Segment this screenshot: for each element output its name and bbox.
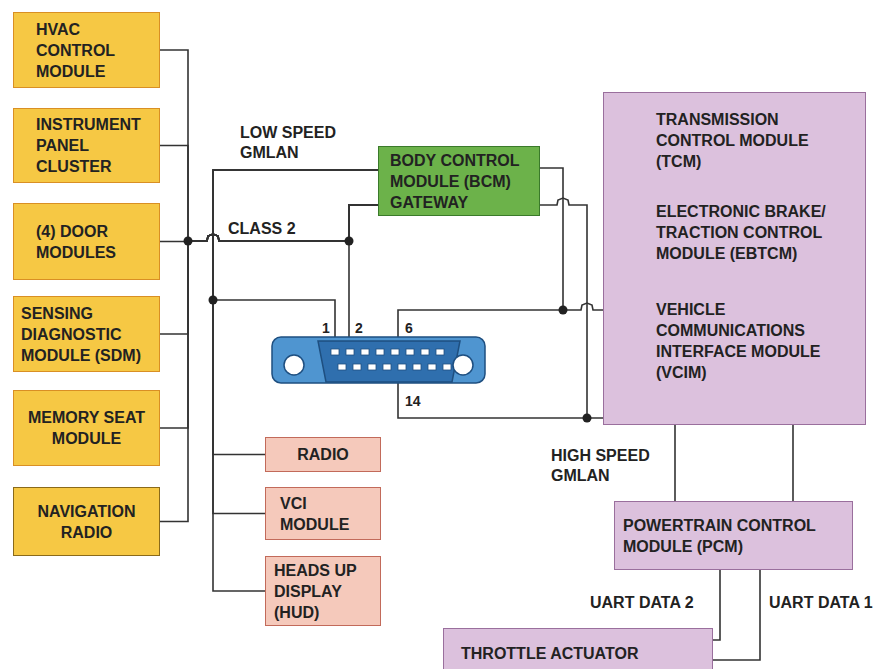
- bus-wire: [160, 205, 378, 242]
- pin-socket: [376, 349, 384, 355]
- module-name: (4) DOOR MODULES: [36, 221, 153, 263]
- pin-wires: [213, 241, 587, 418]
- module-name: HEADS UP DISPLAY (HUD): [274, 560, 376, 623]
- signal-name: UART DATA 2: [588, 593, 696, 613]
- junction-dot: [559, 306, 568, 315]
- module-name: VCI MODULE: [280, 493, 376, 535]
- module-box: SENSING DIAGNOSTIC MODULE (SDM): [13, 296, 160, 372]
- pin-socket: [413, 364, 421, 370]
- pin-number: 2: [353, 320, 365, 336]
- pin-socket: [398, 364, 406, 370]
- module-box: VCI MODULE: [265, 487, 381, 540]
- module-name: POWERTRAIN CONTROL MODULE (PCM): [623, 515, 846, 557]
- junction-dot: [583, 414, 592, 423]
- module-box: HEADS UP DISPLAY (HUD): [265, 556, 381, 626]
- pin-socket: [368, 364, 376, 370]
- pin-wire: [348, 241, 350, 346]
- module-name: NAVIGATION RADIO: [20, 501, 153, 543]
- signal-name: UART DATA 1: [767, 593, 875, 613]
- bus-wire: [160, 205, 378, 334]
- bus-wire: [540, 198, 603, 418]
- bus-wire: [213, 170, 378, 455]
- junction-dot: [345, 237, 354, 246]
- pin-socket: [353, 364, 361, 370]
- module-name: THROTTLE ACTUATOR: [461, 643, 706, 664]
- pin-socket: [338, 364, 346, 370]
- module-name: BODY CONTROL MODULE (BCM) GATEWAY: [390, 150, 533, 213]
- pin-socket: [391, 349, 399, 355]
- bus-wire: [713, 570, 720, 640]
- bus-wire: [540, 168, 603, 310]
- bus-wire: [160, 50, 378, 241]
- bus-wire: [713, 570, 760, 660]
- bus-wire: [160, 205, 378, 428]
- mounting-hole: [284, 355, 304, 375]
- data-link-connector: [272, 337, 485, 383]
- junction-dot: [209, 296, 218, 305]
- module-box: HVAC CONTROL MODULE: [13, 12, 160, 88]
- connector-body: [318, 341, 460, 382]
- pin-socket: [421, 349, 429, 355]
- bus-wire: [674, 425, 676, 501]
- module-name: MEMORY SEAT MODULE: [20, 407, 153, 449]
- module-name: SENSING DIAGNOSTIC MODULE (SDM): [21, 303, 155, 366]
- module-name: INSTRUMENT PANEL CLUSTER: [36, 114, 153, 177]
- pin-socket: [346, 349, 354, 355]
- pin-socket: [331, 349, 339, 355]
- bus-wire: [792, 425, 794, 501]
- module-box: INSTRUMENT PANEL CLUSTER: [13, 108, 160, 183]
- junction-dots: [184, 237, 592, 423]
- bus-name: LOW SPEED GMLAN: [238, 123, 354, 163]
- module-box: MEMORY SEAT MODULE: [13, 390, 160, 466]
- pin-number: 14: [403, 393, 423, 409]
- connector-pins: [331, 349, 451, 370]
- pin-number: 1: [320, 320, 332, 336]
- module-name: RADIO: [270, 444, 376, 465]
- module-name: HVAC CONTROL MODULE: [36, 19, 153, 82]
- pin-socket: [383, 364, 391, 370]
- module-name: ELECTRONIC BRAKE/ TRACTION CONTROL MODUL…: [656, 201, 837, 264]
- bus-name: CLASS 2: [226, 219, 298, 239]
- pin-socket: [443, 364, 451, 370]
- module-name: TRANSMISSION CONTROL MODULE (TCM): [656, 109, 837, 172]
- junction-dot: [184, 237, 193, 246]
- pin-number: 6: [403, 320, 415, 336]
- module-name: VEHICLE COMMUNICATIONS INTERFACE MODULE …: [656, 299, 837, 383]
- module-box: NAVIGATION RADIO: [13, 487, 160, 556]
- bus-name: HIGH SPEED GMLAN: [549, 446, 665, 486]
- mounting-hole: [453, 355, 473, 375]
- pin-socket: [406, 349, 414, 355]
- gateway-box: BODY CONTROL MODULE (BCM) GATEWAY: [378, 146, 540, 216]
- module-box: THROTTLE ACTUATOR: [443, 628, 713, 669]
- connector-flange: [272, 337, 485, 383]
- module-box: (4) DOOR MODULES: [13, 203, 160, 280]
- pin-socket: [361, 349, 369, 355]
- module-box: POWERTRAIN CONTROL MODULE (PCM): [614, 501, 853, 570]
- pin-socket: [436, 349, 444, 355]
- module-box: RADIO: [265, 437, 381, 472]
- module-group-box: TRANSMISSION CONTROL MODULE (TCM) ELECTRO…: [603, 92, 866, 425]
- pin-socket: [428, 364, 436, 370]
